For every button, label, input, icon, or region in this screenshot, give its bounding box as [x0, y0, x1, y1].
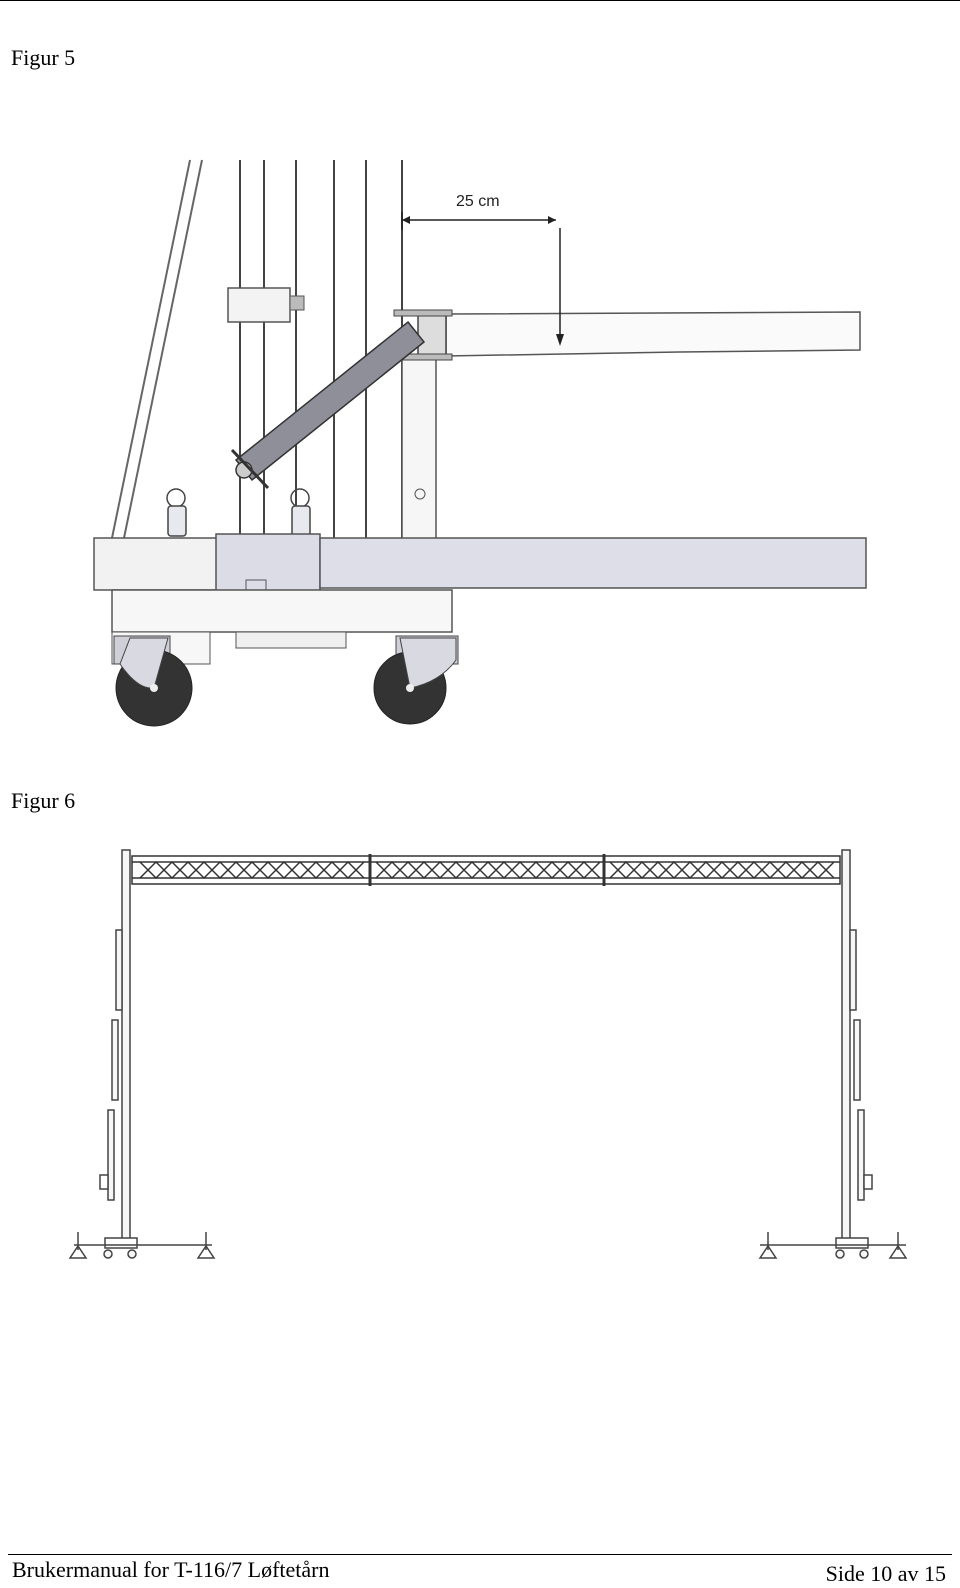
figure-6-caption: Figur 6: [11, 788, 76, 813]
footer-rule: [8, 1554, 952, 1555]
figure-5-drawing: 25 cm: [90, 150, 880, 740]
dimension-label: 25 cm: [456, 193, 500, 210]
figure-5-caption: Figur 5: [11, 45, 76, 70]
top-rule: [0, 0, 960, 1]
footer-title: Brukermanual for T-116/7 Løftetårn: [12, 1557, 330, 1582]
figure-6-drawing: [60, 840, 920, 1270]
footer-page-number: Side 10 av 15: [825, 1561, 946, 1586]
